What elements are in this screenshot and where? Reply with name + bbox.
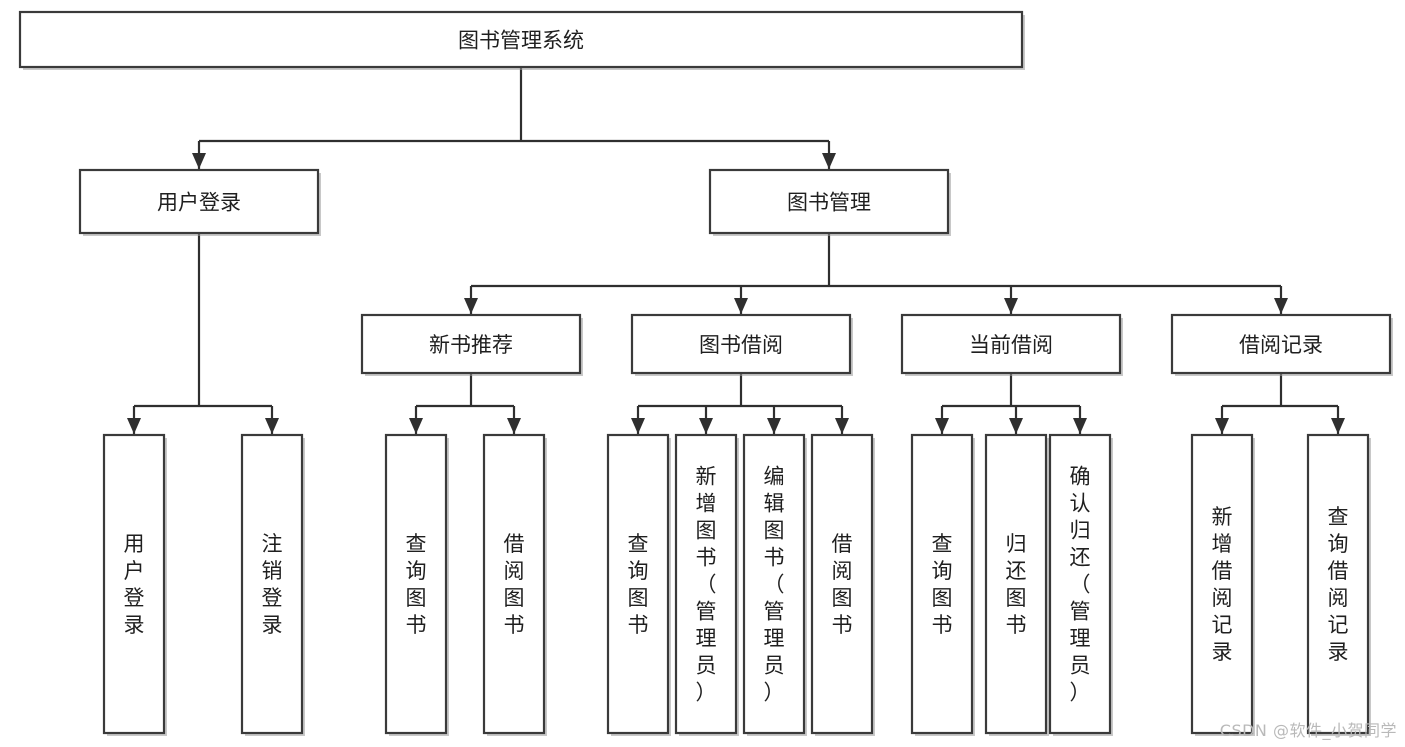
- csdn-watermark: CSDN @软件_小贺同学: [1219, 721, 1397, 740]
- node-label: 用户登录: [157, 191, 241, 215]
- node-label: 当前借阅: [969, 333, 1053, 357]
- node-label: 注销登录: [262, 532, 283, 637]
- node-label: 查询图书: [932, 532, 953, 637]
- node-label: 图书管理: [787, 191, 871, 215]
- flow-node-records[interactable]: 借阅记录: [1170, 313, 1393, 376]
- node-label: 查询借阅记录: [1328, 505, 1349, 664]
- flow-node-leaf-add-record[interactable]: 新增借阅记录: [1190, 433, 1255, 736]
- node-label: 用户登录: [124, 532, 145, 637]
- node-label: 查询图书: [628, 532, 649, 637]
- node-label: 借阅记录: [1239, 333, 1323, 357]
- flow-node-leaf-return-book[interactable]: 归还图书: [984, 433, 1049, 736]
- flow-node-leaf-query-book-2[interactable]: 查询图书: [606, 433, 671, 736]
- node-label: 图书管理系统: [458, 29, 584, 53]
- node-label: 编辑图书（管理员）: [764, 465, 785, 705]
- edges-layer: [127, 67, 1345, 434]
- node-label: 新增图书（管理员）: [696, 465, 717, 705]
- flow-node-newbook[interactable]: 新书推荐: [360, 313, 583, 376]
- flow-node-leaf-borrow-book-2[interactable]: 借阅图书: [810, 433, 875, 736]
- node-label: 确认归还（管理员）: [1070, 465, 1091, 705]
- flow-node-leaf-confirm-return[interactable]: 确认归还（管理员）: [1048, 433, 1113, 736]
- flow-node-root[interactable]: 图书管理系统: [18, 10, 1025, 70]
- flow-node-leaf-add-book[interactable]: 新增图书（管理员）: [674, 433, 739, 736]
- flow-node-bookmgmt[interactable]: 图书管理: [708, 168, 951, 236]
- node-label: 新书推荐: [429, 333, 513, 357]
- nodes-layer: 图书管理系统用户登录图书管理新书推荐图书借阅当前借阅借阅记录用户登录注销登录查询…: [18, 10, 1393, 736]
- flow-node-borrow[interactable]: 图书借阅: [630, 313, 853, 376]
- node-label: 借阅图书: [832, 532, 853, 637]
- flow-node-login[interactable]: 用户登录: [78, 168, 321, 236]
- node-label: 新增借阅记录: [1212, 505, 1233, 664]
- flow-node-leaf-borrow-book-1[interactable]: 借阅图书: [482, 433, 547, 736]
- flow-node-leaf-edit-book[interactable]: 编辑图书（管理员）: [742, 433, 807, 736]
- flow-node-leaf-query-book-1[interactable]: 查询图书: [384, 433, 449, 736]
- flow-node-leaf-user-logout[interactable]: 注销登录: [240, 433, 305, 736]
- flow-node-current[interactable]: 当前借阅: [900, 313, 1123, 376]
- node-label: 借阅图书: [504, 532, 525, 637]
- flow-node-leaf-user-login[interactable]: 用户登录: [102, 433, 167, 736]
- node-label: 查询图书: [406, 532, 427, 637]
- node-label: 图书借阅: [699, 333, 783, 357]
- flow-node-leaf-query-book-3[interactable]: 查询图书: [910, 433, 975, 736]
- flow-node-leaf-query-record[interactable]: 查询借阅记录: [1306, 433, 1371, 736]
- node-label: 归还图书: [1006, 532, 1027, 637]
